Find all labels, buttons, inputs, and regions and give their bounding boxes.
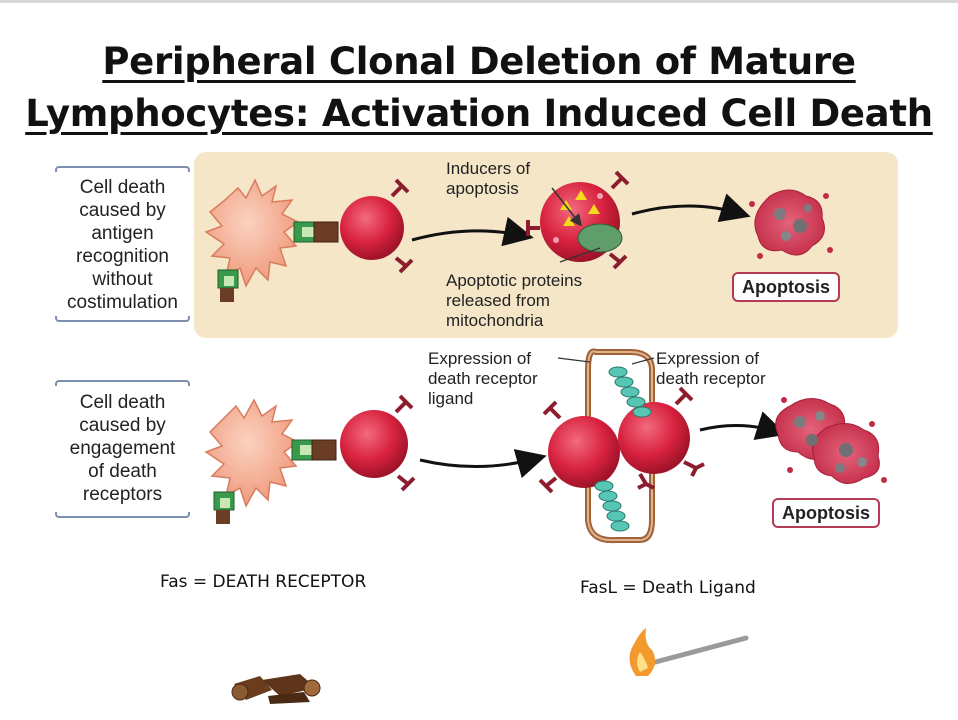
inducers-label-2: apoptosis: [446, 179, 519, 198]
t-cell-bottom: [340, 410, 408, 478]
mhc-tcr-complex-top: [293, 221, 339, 243]
receptors-engaged-cells: [538, 386, 705, 494]
arrow-bottom-1: [419, 449, 547, 479]
receptor-leader-line: [631, 357, 655, 365]
page-title: Peripheral Clonal Deletion of Mature Lym…: [0, 36, 958, 140]
side-bracket-bottom-1: [55, 316, 190, 322]
apoptotic-cells-bottom: [775, 397, 887, 484]
lit-match-icon: [629, 628, 749, 676]
receptor-label-1: Expression of: [656, 349, 759, 368]
mhc-tcr-complex-bottom: [291, 439, 337, 461]
t-cell-top: [340, 196, 404, 260]
proteins-label-1: Apoptotic proteins: [446, 271, 582, 290]
side-label-top: Cell death caused by antigen recognition…: [67, 177, 178, 313]
inducers-label-1: Inducers of: [446, 159, 530, 178]
b7-unengaged-bottom: [213, 491, 235, 524]
arrow-top-2: [631, 193, 751, 223]
wood-logs-icon: [231, 674, 321, 704]
cell-with-inducers: [540, 182, 623, 262]
proteins-label-3: mitochondria: [446, 311, 544, 330]
ligand-label-3: ligand: [428, 389, 473, 408]
receptors-bottom-tcell: [394, 394, 416, 492]
ligand-leader-line: [557, 357, 591, 363]
b7-unengaged-top: [217, 269, 239, 302]
apc-cell-top: [204, 178, 300, 288]
side-label-bottom: Cell death caused by engagement of death…: [69, 392, 176, 505]
arrow-top-1: [411, 216, 534, 247]
top-border: [0, 0, 958, 3]
title-line-2: Lymphocytes: Activation Induced Cell Dea…: [25, 92, 933, 135]
receptors-top-tcell: [390, 178, 414, 274]
apoptotic-cell-top: [749, 189, 833, 259]
arrow-bottom-2: [699, 411, 787, 440]
apc-cell-bottom: [204, 398, 300, 508]
title-line-1: Peripheral Clonal Deletion of Mature: [102, 40, 856, 83]
apoptosis-label-top: Apoptosis: [732, 272, 840, 302]
fas-caption: Fas = DEATH RECEPTOR: [160, 572, 367, 592]
proteins-leader-line: [559, 247, 601, 263]
fasl-caption: FasL = Death Ligand: [580, 578, 756, 598]
ligand-label-1: Expression of: [428, 349, 531, 368]
side-bracket-bottom-2: [55, 512, 190, 518]
ligand-label-2: death receptor: [428, 369, 538, 388]
receptors-inducer-cell: [526, 170, 630, 270]
side-bracket-top-1: [55, 166, 190, 172]
receptor-label-2: death receptor: [656, 369, 766, 388]
side-bracket-top-2: [55, 380, 190, 386]
proteins-label-2: released from: [446, 291, 550, 310]
apoptosis-label-bottom: Apoptosis: [772, 498, 880, 528]
